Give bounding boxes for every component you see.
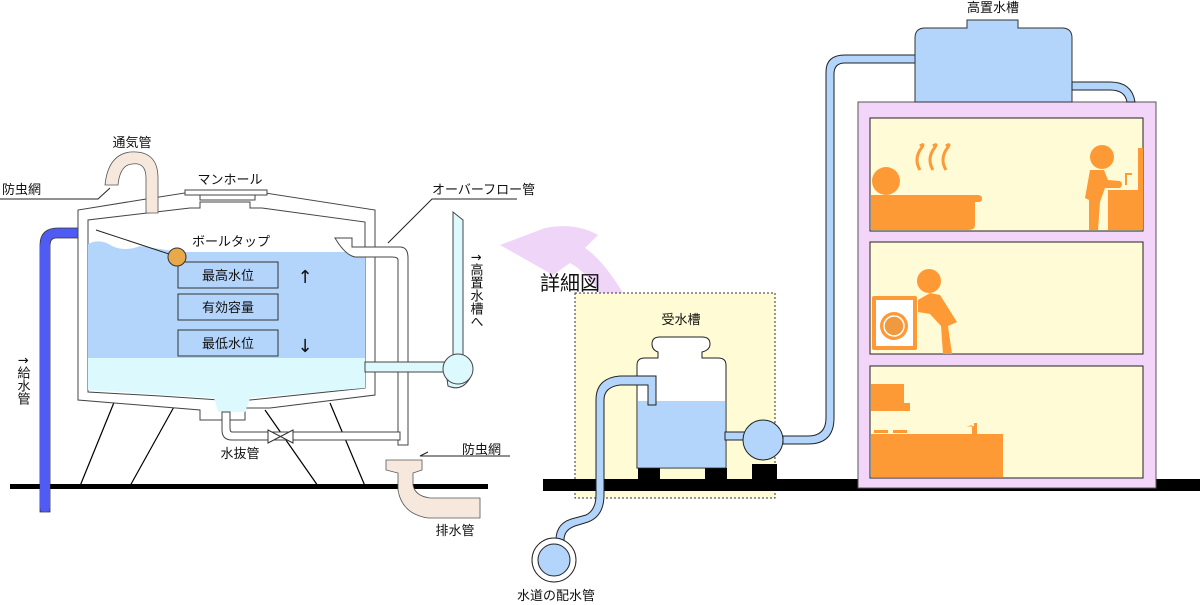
min-level-box (177, 329, 279, 357)
kitchen-figure-icon (871, 384, 1003, 477)
vent-pipe (104, 151, 159, 214)
insect-screen-top-label: 防虫網 (2, 182, 41, 198)
detail-tank-diagram: 最高水位 有効容量 最低水位 ↑ ↓ ボールタップ 通気管 防虫網 マンホール … (0, 135, 535, 539)
valve-icon (267, 429, 294, 444)
supply-pipe-label: ↑給水管 (15, 355, 31, 406)
insect-screen-bottom-label: 防虫網 (462, 442, 501, 458)
detail-link[interactable]: 詳細図 (500, 226, 630, 312)
max-level-label: 最高水位 (202, 268, 254, 284)
receiving-tank-water (638, 401, 725, 467)
ball-tap-arm (95, 229, 173, 256)
ball-tap-float (167, 247, 187, 267)
manhole-label: マンホール (197, 173, 262, 188)
pump-bulb (442, 353, 474, 385)
water-upper (88, 252, 365, 358)
arrow-up-icon: ↑ (297, 267, 312, 288)
water-lower (88, 358, 365, 412)
effective-capacity-box (177, 293, 279, 321)
overflow-pipe-label: オーバーフロー管 (432, 183, 535, 198)
ball-tap-label: ボールタップ (192, 235, 270, 250)
insect-screen-bottom-leader (419, 451, 510, 457)
washstand-figure-icon (1085, 145, 1143, 230)
water-main-pipe (555, 375, 657, 556)
detail-label: 詳細図 (540, 271, 600, 295)
arrow-down-icon: ↓ (297, 336, 312, 357)
vent-pipe-label: 通気管 (112, 135, 151, 151)
pump (742, 419, 784, 461)
elevated-tank-outlet (1071, 81, 1136, 103)
drain-pipe (385, 459, 481, 519)
water-main (537, 543, 571, 577)
drain-pipe-label: 排水管 (435, 524, 474, 539)
drain-valve-pipe (221, 411, 401, 441)
receiving-tank-label: 受水槽 (661, 313, 700, 328)
to-elevated-tank-label: ↑高置水槽へ (468, 252, 484, 328)
min-level-label: 最低水位 (202, 337, 254, 352)
laundry-figure-icon (872, 269, 957, 354)
system-diagram: 受水槽 水道の配水管 高置水槽 (517, 0, 1200, 604)
water-main-label: 水道の配水管 (517, 589, 595, 604)
bath-figure-icon (871, 143, 982, 230)
max-level-box (177, 261, 279, 289)
elevated-tank (914, 19, 1073, 103)
effective-capacity-label: 有効容量 (202, 300, 254, 316)
drain-valve-pipe-label: 水抜管 (220, 446, 259, 462)
detail-arrow-icon (500, 226, 630, 312)
tank-legs (79, 399, 366, 487)
overflow-pipe-leader (387, 198, 517, 244)
ground-line-left (10, 484, 488, 489)
manhole-lid (184, 189, 268, 196)
overflow-pipe (334, 237, 409, 446)
insect-screen-top-leader (0, 187, 111, 200)
elevated-tank-label: 高置水槽 (967, 0, 1019, 16)
